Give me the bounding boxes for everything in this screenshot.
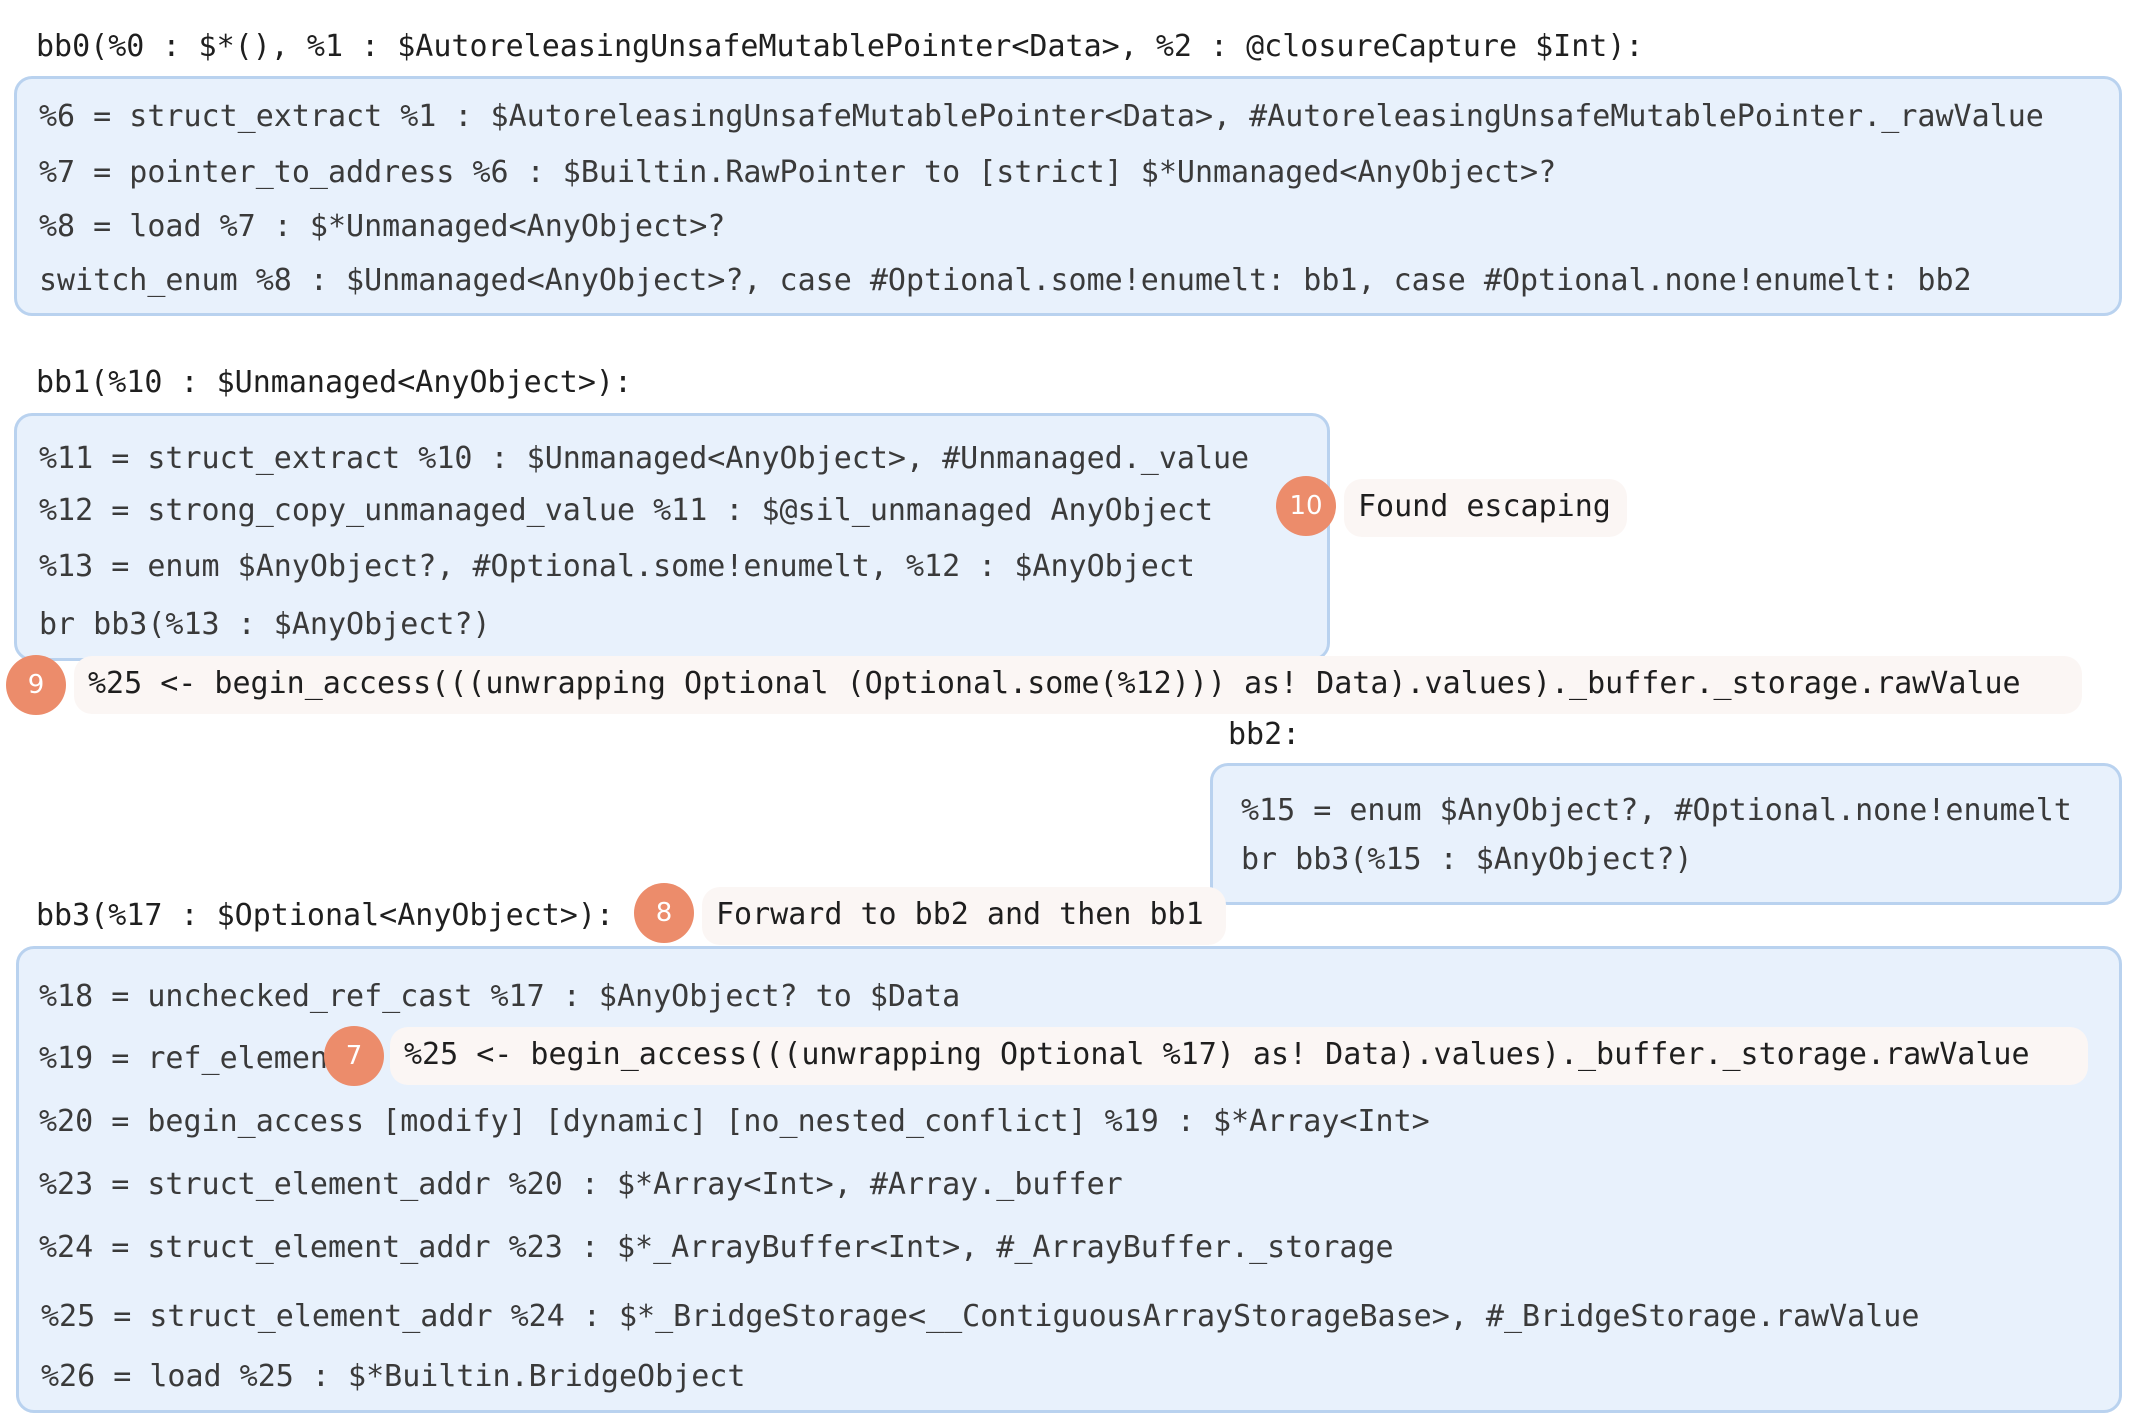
bb3-line-26: %26 = load %25 : $*Builtin.BridgeObject [41,1359,746,1394]
bb3-block: %18 = unchecked_ref_cast %17 : $AnyObjec… [16,946,2122,1413]
bb0-line-8: %8 = load %7 : $*Unmanaged<AnyObject>? [39,209,726,244]
bb2-line-15: %15 = enum $AnyObject?, #Optional.none!e… [1241,793,2072,828]
annotation-7-badge: 7 [324,1026,384,1086]
bb1-line-br: br bb3(%13 : $AnyObject?) [39,607,491,642]
bb1-line-13: %13 = enum $AnyObject?, #Optional.some!e… [39,549,1195,584]
bb0-block: %6 = struct_extract %1 : $AutoreleasingU… [14,76,2122,316]
bb3-line-18: %18 = unchecked_ref_cast %17 : $AnyObjec… [39,979,961,1014]
bb3-line-24: %24 = struct_element_addr %23 : $*_Array… [39,1230,1394,1265]
bb0-header: bb0(%0 : $*(), %1 : $AutoreleasingUnsafe… [36,29,1644,64]
bb1-line-12: %12 = strong_copy_unmanaged_value %11 : … [39,493,1213,528]
bb3-line-25: %25 = struct_element_addr %24 : $*_Bridg… [41,1299,1920,1334]
bb2-block: %15 = enum $AnyObject?, #Optional.none!e… [1210,763,2122,905]
bb3-line-23: %23 = struct_element_addr %20 : $*Array<… [39,1167,1123,1202]
bb3-line-19: %19 = ref_element_a [39,1041,383,1076]
annotation-10-badge: 10 [1276,476,1336,536]
annotation-9-note: %25 <- begin_access(((unwrapping Optiona… [74,656,2082,714]
annotation-7-note: %25 <- begin_access(((unwrapping Optiona… [390,1027,2088,1085]
bb1-line-11: %11 = struct_extract %10 : $Unmanaged<An… [39,441,1250,476]
annotation-9-badge: 9 [6,655,66,715]
annotation-8-note: Forward to bb2 and then bb1 [702,887,1226,945]
annotation-10-note: Found escaping [1344,479,1627,537]
bb1-block: %11 = struct_extract %10 : $Unmanaged<An… [14,413,1330,661]
bb3-header: bb3(%17 : $Optional<AnyObject>): [36,898,614,933]
bb2-header: bb2: [1228,717,1301,752]
annotation-8-badge: 8 [634,883,694,943]
bb3-line-20: %20 = begin_access [modify] [dynamic] [n… [39,1104,1430,1139]
bb0-line-7: %7 = pointer_to_address %6 : $Builtin.Ra… [39,155,1557,190]
bb0-line-switch: switch_enum %8 : $Unmanaged<AnyObject>?,… [39,263,1972,298]
bb0-line-6: %6 = struct_extract %1 : $AutoreleasingU… [39,99,2044,134]
bb1-header: bb1(%10 : $Unmanaged<AnyObject>): [36,365,633,400]
bb2-line-br: br bb3(%15 : $AnyObject?) [1241,842,1693,877]
